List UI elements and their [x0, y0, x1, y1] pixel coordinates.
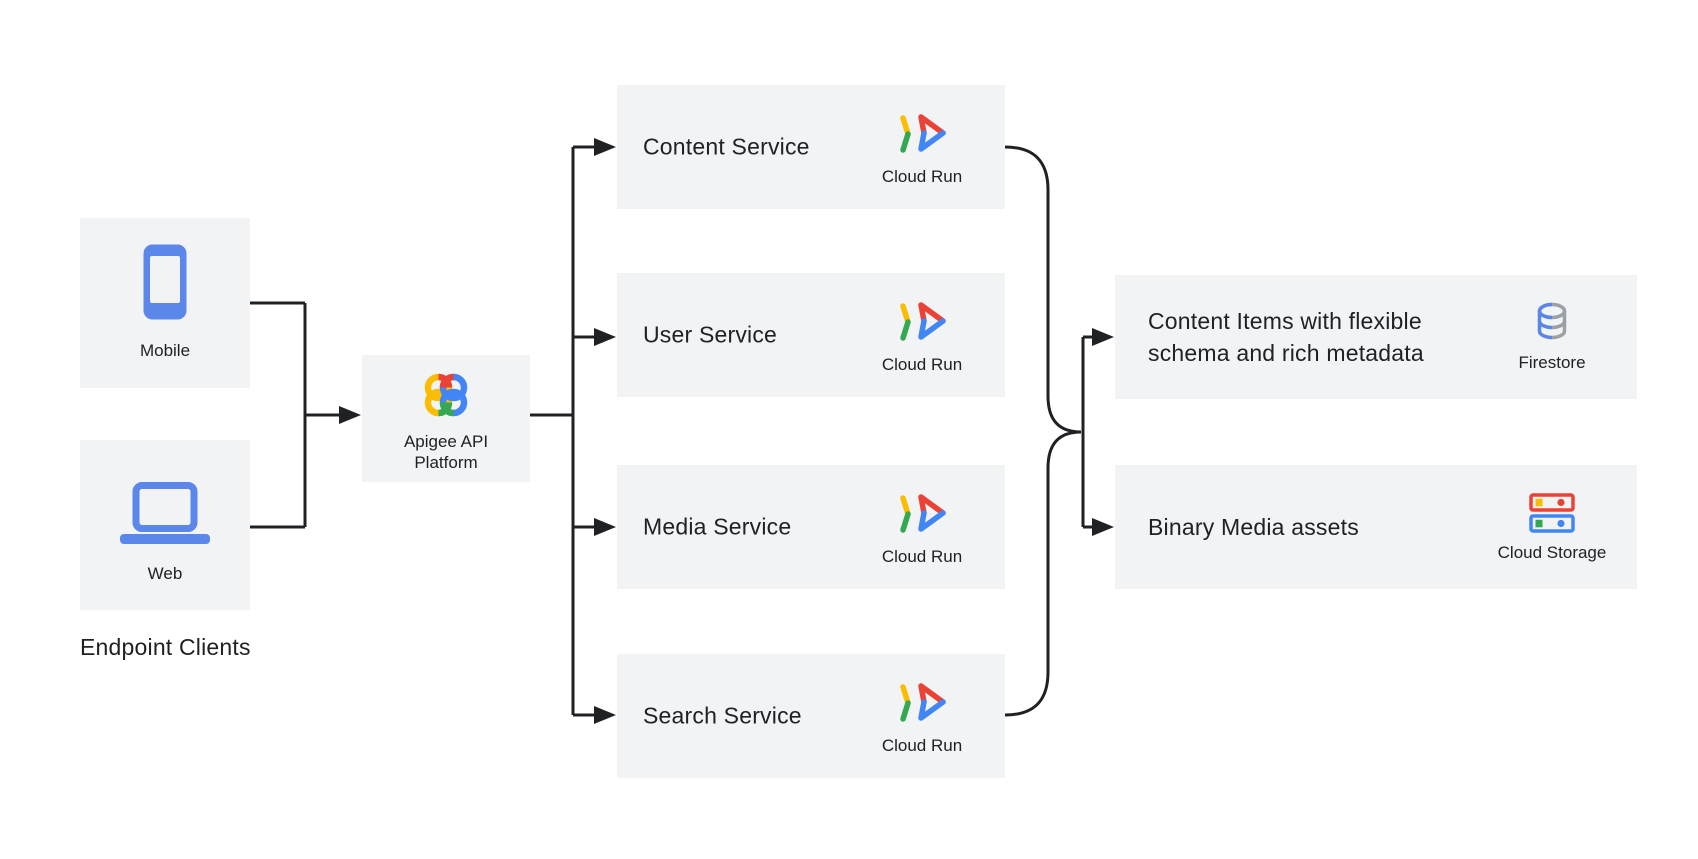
cloud-storage-label: Cloud Storage: [1497, 543, 1607, 562]
datastore-title-line1: Content Items with flexible: [1148, 308, 1422, 334]
firestore-datastore-node: Content Items with flexible schema and r…: [1115, 275, 1637, 399]
datastore-title-line2: schema and rich metadata: [1148, 340, 1424, 366]
cloud-run-label: Cloud Run: [881, 167, 963, 186]
user-service-node: User Service Cloud Run: [617, 273, 1005, 397]
service-title: User Service: [643, 321, 778, 348]
arrow-into-firestore-box: [1092, 328, 1114, 346]
mobile-client-node: Mobile: [80, 218, 250, 388]
apigee-fanout-line: [530, 145, 596, 717]
cloud-storage-icon: [1529, 491, 1575, 540]
cloud-run-icon: [896, 107, 948, 164]
arrow-into-content-service: [594, 138, 616, 156]
apigee-label-line1: Apigee API: [403, 432, 489, 451]
web-label: Web: [147, 564, 183, 583]
mobile-label: Mobile: [139, 341, 191, 360]
content-service-node: Content Service Cloud Run: [617, 85, 1005, 209]
arrow-into-search-service: [594, 706, 616, 724]
web-client-node: Web: [80, 440, 250, 610]
service-title: Search Service: [643, 702, 802, 729]
smartphone-icon: [142, 243, 188, 326]
arrow-into-storage-box: [1092, 518, 1114, 536]
cloud-run-icon: [896, 487, 948, 544]
firestore-label: Firestore: [1518, 353, 1586, 372]
apigee-label: Apigee API Platform: [404, 431, 488, 473]
search-service-node: Search Service Cloud Run: [617, 654, 1005, 778]
endpoint-clients-heading: Endpoint Clients: [80, 634, 251, 660]
services-brace: [1004, 145, 1082, 717]
apigee-label-line2: Platform: [414, 453, 478, 472]
datastore-title-line1: Binary Media assets: [1148, 514, 1359, 540]
datastore-title: Content Items with flexible schema and r…: [1148, 305, 1424, 369]
service-title: Content Service: [643, 133, 810, 160]
arrow-into-user-service: [594, 328, 616, 346]
datastore-split-line: [1081, 335, 1094, 529]
cloud-storage-datastore-node: Binary Media assets Cloud Storage: [1115, 465, 1637, 589]
cloud-run-icon: [896, 676, 948, 733]
apigee-gateway-node: Apigee API Platform: [362, 355, 530, 482]
datastore-title: Binary Media assets: [1148, 511, 1359, 543]
cloud-run-label: Cloud Run: [881, 355, 963, 374]
arrow-into-media-service: [594, 518, 616, 536]
laptop-icon: [117, 482, 213, 551]
media-service-node: Media Service Cloud Run: [617, 465, 1005, 589]
firestore-icon: [1530, 301, 1574, 350]
clients-merge-line: [250, 301, 342, 529]
apigee-icon: [422, 371, 470, 424]
arrow-into-apigee: [339, 406, 361, 424]
cloud-run-label: Cloud Run: [881, 547, 963, 566]
cloud-run-icon: [896, 295, 948, 352]
cloud-run-label: Cloud Run: [881, 736, 963, 755]
service-title: Media Service: [643, 513, 792, 540]
